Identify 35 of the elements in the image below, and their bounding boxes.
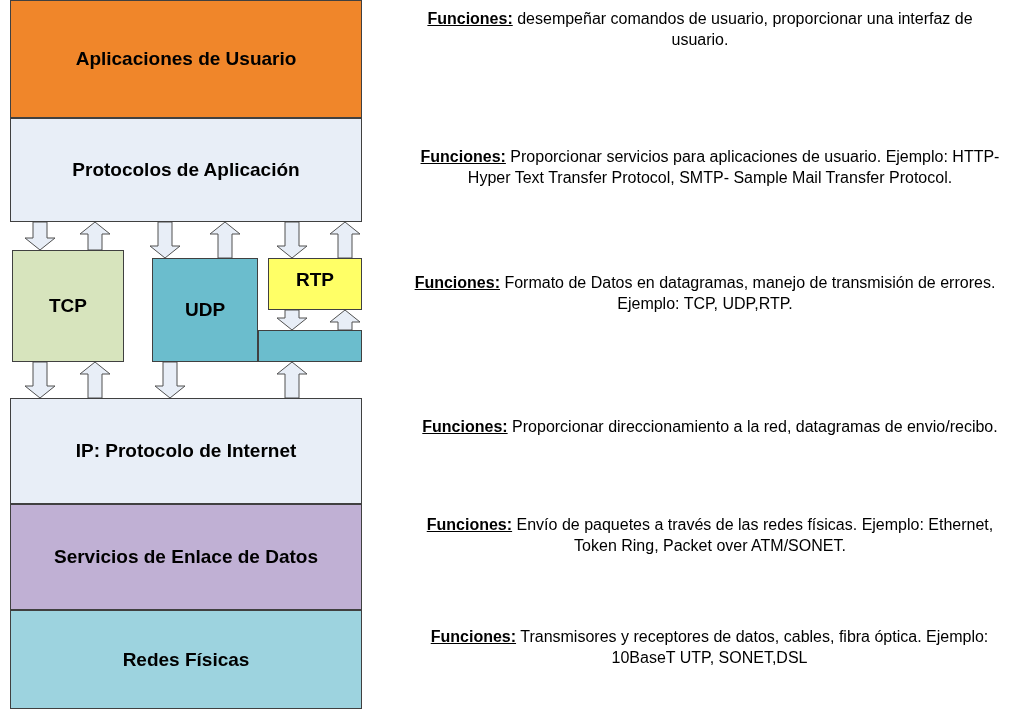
protocol-box (258, 330, 362, 362)
block-arrow (209, 221, 241, 259)
block-arrow (24, 361, 56, 399)
block-arrow (154, 361, 186, 399)
block-arrow (79, 221, 111, 251)
function-description: Funciones: Proporcionar direccionamiento a la red, datagramas de envio/recibo. (421, 417, 999, 437)
block-arrow (276, 361, 308, 399)
layer-name: Servicios de Enlace de Datos (54, 546, 318, 568)
protocol-box (268, 258, 362, 310)
protocol-box (152, 258, 258, 362)
layer-box (10, 610, 362, 709)
block-arrow (149, 221, 181, 259)
protocol-box (12, 250, 124, 362)
block-arrow (24, 221, 56, 251)
layer-name: UDP (184, 299, 226, 321)
block-arrow (276, 309, 308, 331)
layer-box (10, 118, 362, 222)
layer-name: RTP (296, 269, 334, 291)
function-description: Funciones: Envío de paquetes a través de las redes físicas. Ejemplo: Ethernet, Token Ring, Packet over ATM/SONET. (425, 515, 995, 556)
layer-box (10, 504, 362, 610)
block-arrow (329, 309, 361, 331)
block-arrow (276, 221, 308, 259)
block-arrow (79, 361, 111, 399)
layer-name: Protocolos de Aplicación (72, 159, 300, 181)
layer-name: Redes Físicas (122, 648, 250, 671)
layer-box (10, 398, 362, 504)
function-description: Funciones: desempeñar comandos de usuario, proporcionar una interfaz de usuario. (426, 9, 974, 50)
block-arrow (329, 221, 361, 259)
function-description: Funciones: Transmisores y receptores de datos, cables, fibra óptica. Ejemplo: 10BaseT UTP, SONET,DSL (429, 627, 990, 668)
function-description: Funciones: Proporcionar servicios para aplicaciones de usuario. Ejemplo: HTTP-Hyper Text Transfer Protocol, SMTP- Sample Mail Transfer Protocol. (419, 147, 1001, 188)
layer-name: TCP (49, 295, 87, 317)
layer-name: Aplicaciones de Usuario (75, 48, 297, 70)
layer-box (10, 0, 362, 118)
layer-name: IP: Protocolo de Internet (75, 440, 297, 462)
function-description: Funciones: Formato de Datos en datagramas, manejo de transmisión de errores. Ejemplo: TCP, UDP,RTP. (413, 273, 997, 314)
